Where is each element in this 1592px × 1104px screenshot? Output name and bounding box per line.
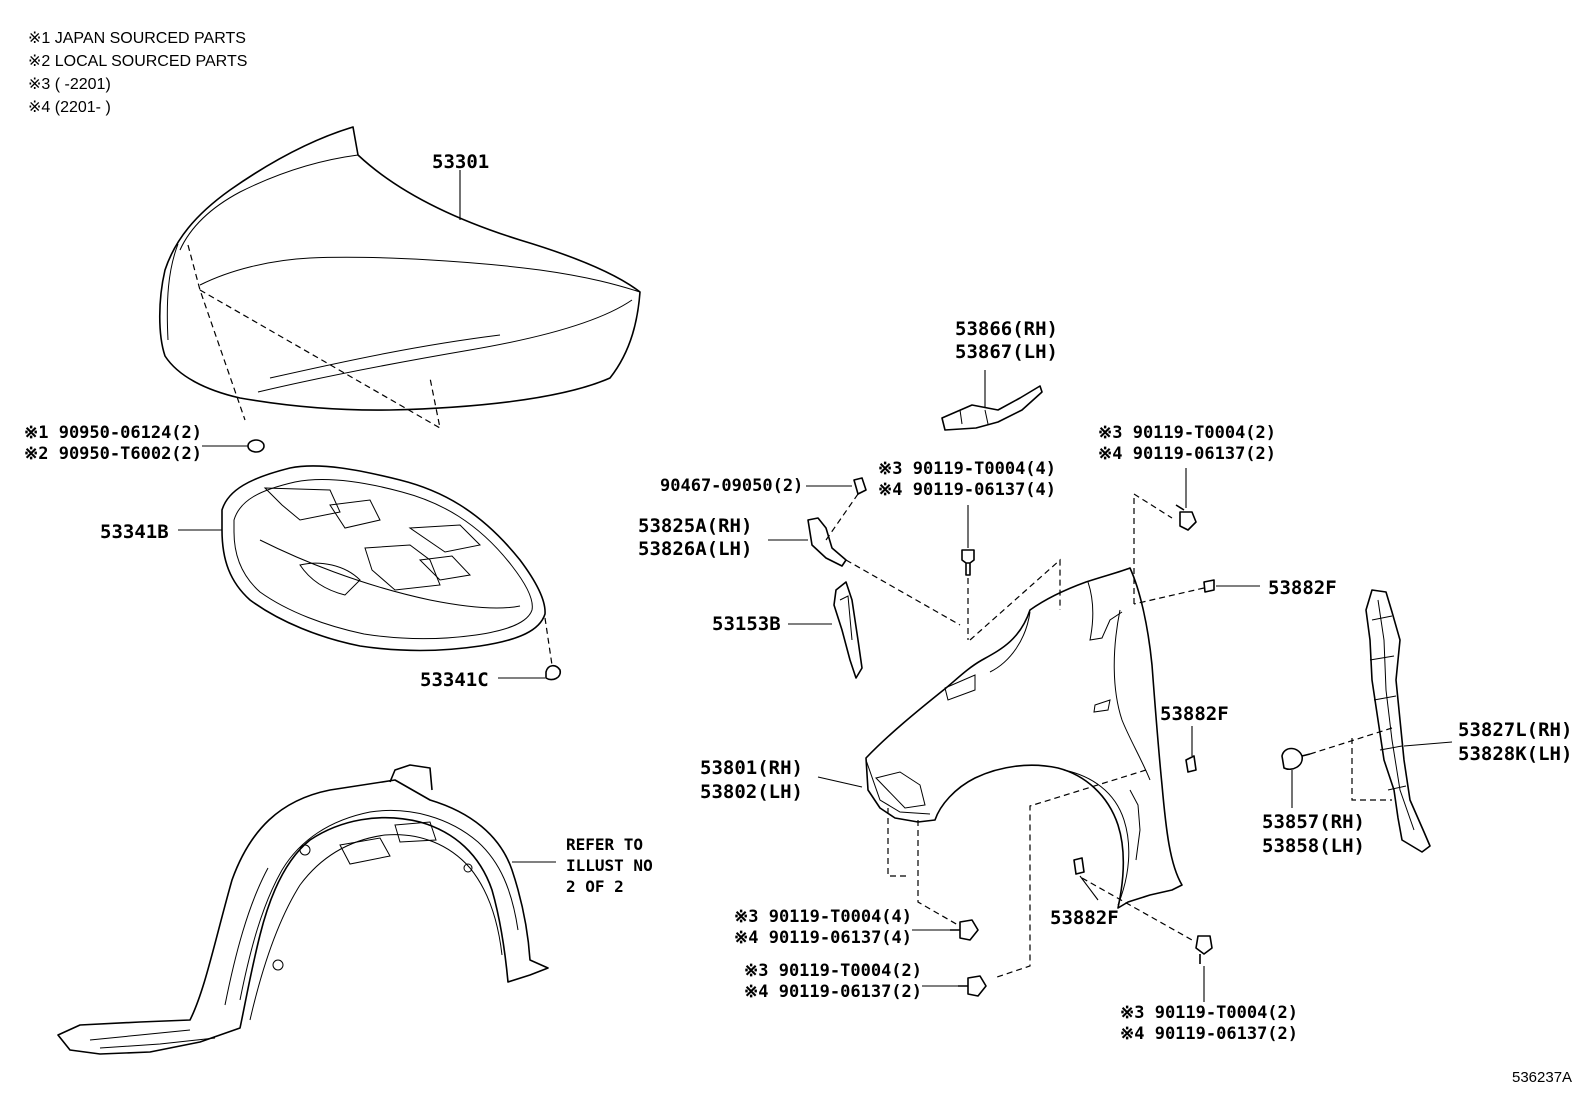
insulator-clip-label: 53341C: [420, 669, 489, 691]
screw-e[interactable]: [1195, 935, 1213, 964]
screw-d[interactable]: [958, 975, 987, 997]
hood-part[interactable]: [158, 126, 641, 430]
source-notes: ※1 JAPAN SOURCED PARTS ※2 LOCAL SOURCED …: [28, 30, 247, 116]
hood-seal-part[interactable]: [941, 385, 1043, 431]
side-seal-part[interactable]: [1365, 589, 1431, 853]
note-4: ※4 (2201- ): [28, 99, 111, 116]
insulator-label: 53341B: [100, 521, 169, 543]
clip-low[interactable]: [1073, 857, 1085, 875]
fender-label-lh: 53802(LH): [700, 781, 803, 803]
hood-plug-label-2: ※2 90950-T6002(2): [24, 444, 202, 464]
fender-leader: [817, 776, 863, 788]
screw-c[interactable]: [950, 919, 979, 941]
side-seal-label-lh: 53828K(LH): [1458, 743, 1572, 765]
screw-c-label-3: ※3 90119-T0004(4): [734, 907, 912, 927]
note-1: ※1 JAPAN SOURCED PARTS: [28, 30, 246, 47]
clip-mid-label: 53882F: [1160, 703, 1229, 725]
screw-a[interactable]: [961, 549, 975, 576]
clip-mid[interactable]: [1185, 755, 1197, 773]
screw-e-label-4: ※4 90119-06137(2): [1120, 1024, 1298, 1044]
screw-b-label-3: ※3 90119-T0004(2): [1098, 423, 1276, 443]
side-seal-label-rh: 53827L(RH): [1458, 719, 1572, 741]
hood-label: 53301: [432, 151, 489, 173]
refer-text-3: 2 OF 2: [566, 877, 624, 896]
hood-plug-label-1: ※1 90950-06124(2): [24, 423, 202, 443]
bracket-label-lh: 53826A(LH): [638, 538, 752, 560]
screw-b-label-4: ※4 90119-06137(2): [1098, 444, 1276, 464]
pad-label: 53153B: [712, 613, 781, 635]
note-2: ※2 LOCAL SOURCED PARTS: [28, 53, 247, 70]
side-seal-leader: [1403, 741, 1453, 747]
bracket-label-rh: 53825A(RH): [638, 515, 752, 537]
seal-label-rh: 53866(RH): [955, 318, 1058, 340]
seal-label-lh: 53867(LH): [955, 341, 1058, 363]
screw-a-label-3: ※3 90119-T0004(4): [878, 459, 1056, 479]
illustration-code: 536237A: [1512, 1069, 1572, 1086]
pad-part[interactable]: [833, 581, 863, 679]
fastener-label-lh: 53858(LH): [1262, 835, 1365, 857]
note-3: ※3 ( -2201): [28, 76, 111, 93]
fender-liner-part[interactable]: [57, 764, 549, 1055]
screw-d-label-4: ※4 90119-06137(2): [744, 982, 922, 1002]
screw-c-label-4: ※4 90119-06137(4): [734, 928, 912, 948]
clip-top[interactable]: [1203, 579, 1215, 593]
fastener-label-rh: 53857(RH): [1262, 811, 1365, 833]
refer-text-2: ILLUST NO: [566, 856, 653, 875]
clip-low-leader: [1079, 875, 1099, 901]
clip-90467[interactable]: [853, 477, 867, 495]
bracket-part[interactable]: [807, 517, 847, 567]
fender-part[interactable]: [865, 567, 1183, 909]
screw-d-label-3: ※3 90119-T0004(2): [744, 961, 922, 981]
clip-top-label: 53882F: [1268, 577, 1337, 599]
fender-label-rh: 53801(RH): [700, 757, 803, 779]
screw-b[interactable]: [1175, 504, 1197, 531]
clip-90467-label: 90467-09050(2): [660, 476, 803, 496]
hood-plug[interactable]: [247, 439, 265, 453]
screw-e-label-3: ※3 90119-T0004(2): [1120, 1003, 1298, 1023]
hood-insulator-part[interactable]: [221, 465, 546, 652]
refer-text-1: REFER TO: [566, 835, 643, 854]
fastener-part[interactable]: [1281, 747, 1311, 771]
clip-low-label: 53882F: [1050, 907, 1119, 929]
insulator-clip[interactable]: [545, 664, 562, 681]
screw-a-label-4: ※4 90119-06137(4): [878, 480, 1056, 500]
